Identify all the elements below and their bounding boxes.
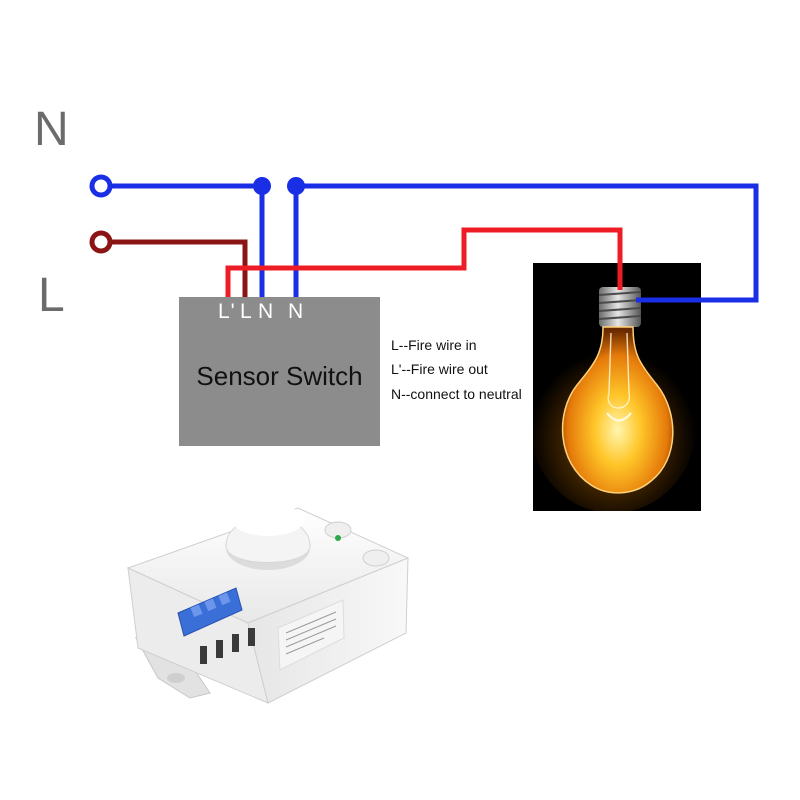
live-terminal-label: L (38, 269, 65, 322)
neutral-wire (110, 183, 759, 303)
neutral-terminal-icon (89, 174, 113, 198)
neutral-terminal-label: N (34, 103, 69, 156)
legend-neutral: N--connect to neutral (391, 386, 522, 402)
live-terminal-icon (89, 230, 113, 254)
terminal-l-prime: L' (218, 300, 236, 323)
junction-dot (253, 177, 271, 195)
fire-in-wire (110, 239, 248, 297)
sensor-switch-box (179, 297, 380, 446)
fire-out-wire (225, 227, 623, 297)
legend-fire-out: L'--Fire wire out (391, 361, 488, 377)
junction-dot (287, 177, 305, 195)
legend-fire-in: L--Fire wire in (391, 337, 477, 353)
sensor-switch-title: Sensor Switch (196, 361, 363, 391)
light-bulb-icon (533, 287, 697, 511)
light-bulb-panel (533, 263, 701, 511)
terminal-l: L (240, 300, 253, 323)
microwave-sensor-device-icon (126, 504, 410, 704)
terminal-n-2: N (288, 300, 305, 323)
terminal-n-1: N (258, 300, 275, 323)
